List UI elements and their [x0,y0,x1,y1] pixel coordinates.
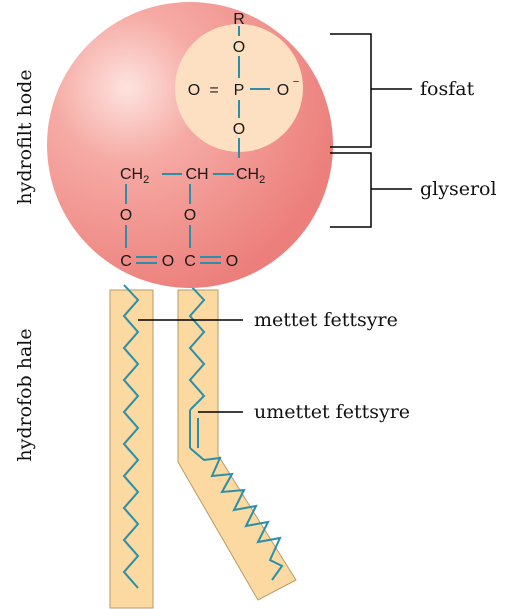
atom-ch-mid: CH [185,166,208,183]
atom-c2: C [184,253,196,270]
unsaturated-label: umettet fettsyre [254,401,410,423]
saturated-label: mettet fettsyre [254,309,398,331]
unsaturated-chain [188,284,206,411]
phosphate-zone [175,24,303,152]
phosphate-bracket [330,33,412,148]
unsaturated-chain-bent [189,447,284,581]
atom-o-right: O [277,82,289,99]
glycerol-bracket [330,152,412,228]
atom-o-ester2: O [184,207,196,224]
glycerol-backbone: CH2 CH CH2 O O C O C O [120,166,265,270]
negative-charge: − [293,76,299,88]
saturated-chain [122,284,140,589]
atom-o-bottom: O [233,121,245,138]
phosphate-group: R O O = P O − O [188,11,299,158]
saturated-tail [109,284,154,609]
unsaturated-tail [177,284,297,601]
glycerol-label: glyserol [420,178,497,200]
atom-o-ester1: O [120,207,132,224]
atom-o-carbonyl1: O [162,253,174,270]
hydrophilic-head-label: hydrofilt hode [14,69,36,204]
atom-p: P [234,82,245,99]
atom-r: R [233,11,245,28]
atom-ch2-right: CH2 [236,166,265,186]
hydrophobic-tail-label: hydrofob hale [14,328,36,461]
atom-o-top: O [233,39,245,56]
double-bond-sign: = [209,82,218,99]
atom-c1: C [120,253,132,270]
phosphate-label: fosfat [420,78,475,100]
atom-o-left: O [188,82,200,99]
atom-o-carbonyl2: O [226,253,238,270]
atom-ch2-left: CH2 [120,166,149,186]
